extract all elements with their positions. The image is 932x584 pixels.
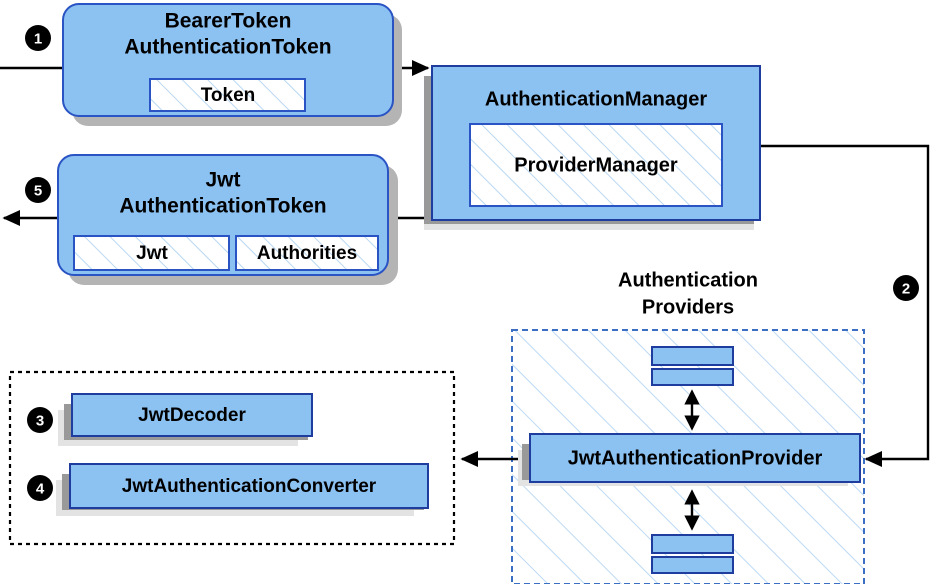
provider-manager-inner-box <box>469 123 723 207</box>
step-marker-3-circle <box>27 407 53 433</box>
step-marker-2-circle <box>893 275 919 301</box>
jwt-authentication-provider-box <box>529 433 861 483</box>
jwt-decoder-label: JwtDecoder <box>138 405 246 426</box>
authentication-manager-label: AuthenticationManager <box>485 88 707 110</box>
step-marker-1-number: 1 <box>34 31 42 48</box>
token-inner-label: Token <box>201 85 256 106</box>
jwt-inner-box <box>73 235 230 271</box>
provider-bar-top-1 <box>651 346 734 366</box>
step-marker-1: 1 <box>25 25 51 51</box>
authentication-providers-label-line2: Providers <box>642 296 734 318</box>
node-jwt-authentication-converter[interactable]: JwtAuthenticationConverter <box>56 463 429 516</box>
authorities-inner-box <box>235 235 379 271</box>
authorities-inner-label: Authorities <box>257 243 357 264</box>
provider-bar-bottom-2 <box>651 556 734 574</box>
bearer-token-label-line1: BearerToken <box>165 10 292 33</box>
step-marker-1-circle <box>25 25 51 51</box>
node-jwt-decoder[interactable]: JwtDecoder <box>58 393 313 446</box>
jwt-inner-label: Jwt <box>136 243 168 264</box>
authentication-providers-label-line1: Authentication <box>618 269 758 291</box>
step-marker-4-circle <box>27 475 53 501</box>
step-marker-4-number: 4 <box>36 481 45 498</box>
step-marker-5-circle <box>25 177 51 203</box>
provider-bar-bottom-1 <box>651 534 734 554</box>
token-inner-box <box>149 78 306 112</box>
jwt-authentication-converter-label: JwtAuthenticationConverter <box>122 476 377 497</box>
jwt-token-label-line1: Jwt <box>205 169 240 192</box>
node-jwt-authentication-token[interactable]: Jwt AuthenticationToken Jwt Authorities <box>57 154 398 285</box>
connector-manager-to-provider <box>760 144 930 467</box>
jwt-decoder-box <box>71 393 313 437</box>
step-marker-2: 2 <box>893 275 919 301</box>
provider-manager-label: ProviderManager <box>514 154 678 176</box>
step-marker-4: 4 <box>27 475 53 501</box>
step-marker-3-number: 3 <box>36 413 44 430</box>
bearer-token-box <box>62 3 394 117</box>
provider-bar-top-2 <box>651 368 734 386</box>
node-jwt-authentication-provider[interactable]: JwtAuthenticationProvider <box>518 433 861 486</box>
jwt-components-region <box>8 370 456 546</box>
step-marker-3: 3 <box>27 407 53 433</box>
step-marker-5-number: 5 <box>34 183 42 200</box>
jwt-authentication-converter-box <box>69 463 429 509</box>
bearer-token-label-line2: AuthenticationToken <box>124 36 331 59</box>
step-marker-5: 5 <box>25 177 51 203</box>
node-bearer-token-authentication-token[interactable]: BearerToken AuthenticationToken Token <box>62 3 402 126</box>
jwt-token-label-line2: AuthenticationToken <box>119 195 326 218</box>
node-authentication-manager[interactable]: AuthenticationManager ProviderManager <box>424 65 761 230</box>
jwt-authentication-provider-label: JwtAuthenticationProvider <box>568 447 823 469</box>
step-marker-2-number: 2 <box>902 281 910 298</box>
